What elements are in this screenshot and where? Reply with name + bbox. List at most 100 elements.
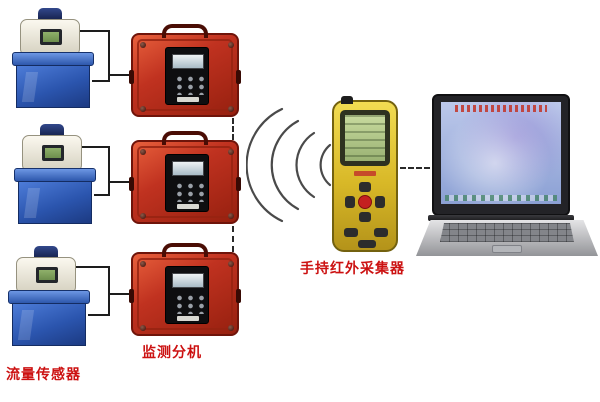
handheld-key (358, 240, 376, 248)
sensor-housing-body (12, 303, 86, 346)
signal-arc (270, 119, 300, 211)
handheld-collector-device (332, 96, 398, 252)
transmitter-body (22, 135, 82, 172)
case-screw (140, 42, 146, 48)
case-latch (236, 177, 241, 191)
case-screw (228, 213, 234, 219)
monitor-link-dashed (232, 226, 234, 252)
transmitter-display-glass (39, 270, 55, 280)
case-screw (228, 261, 234, 267)
handheld-nav-cluster (345, 182, 385, 222)
flow-sensor-unit-2 (14, 124, 109, 226)
panel-keypad (172, 74, 204, 95)
case-handle (162, 131, 208, 145)
panel-sticker (177, 204, 199, 209)
case-screw (228, 325, 234, 331)
control-panel (165, 266, 209, 324)
sensor1-cable-segment (108, 30, 110, 82)
flow-sensor-unit-1 (12, 8, 107, 110)
sensor-housing-highlight (21, 72, 39, 102)
sensor2-cable-segment (82, 146, 108, 148)
case-screw (140, 149, 146, 155)
sensor3-cable-segment (88, 314, 108, 316)
case-screw (140, 261, 146, 267)
panel-display (172, 273, 204, 288)
case-handle (162, 243, 208, 257)
monitor-unit-2 (129, 131, 241, 224)
transmitter-display (36, 267, 58, 283)
transmitter-display-glass (45, 148, 61, 158)
transmitter-body (16, 257, 76, 294)
flow-sensor-unit-3 (8, 246, 103, 348)
sensor-housing-lid (14, 168, 96, 182)
handheld-lcd-screen (345, 115, 385, 161)
handheld-lcd-frame (340, 110, 390, 166)
sensor-housing-highlight (17, 310, 35, 340)
handheld-key (374, 228, 388, 237)
laptop-screen-bezel (432, 94, 570, 216)
transmitter-display-glass (43, 32, 59, 42)
case-screw (140, 106, 146, 112)
laptop-app-titlebar (455, 105, 547, 112)
sensor3-cable-segment (108, 293, 133, 295)
wireless-signal-icon (246, 107, 332, 223)
sensor-housing-lid (12, 52, 94, 66)
monitor-unit-label: 监测分机 (142, 344, 202, 360)
laptop-computer (416, 94, 598, 256)
nav-enter-button (358, 195, 372, 209)
case-handle (162, 24, 208, 38)
sensor-housing (8, 290, 90, 347)
nav-down-button (359, 212, 371, 222)
handheld-key (344, 228, 358, 237)
sensor2-cable-segment (108, 181, 133, 183)
sensor-housing-highlight (23, 188, 41, 218)
case-inner-frame (137, 258, 233, 330)
panel-display (172, 161, 204, 176)
sensor-housing (12, 52, 94, 109)
case-latch (129, 177, 134, 191)
transmitter-display (42, 145, 64, 161)
handheld-collector-label: 手持红外采集器 (300, 260, 405, 276)
transmitter-display (40, 29, 62, 45)
monitor-link-dashed (232, 118, 234, 140)
sensor-transmitter (16, 246, 76, 294)
sensor2-cable-segment (108, 146, 110, 196)
panel-keypad (172, 181, 204, 202)
case-screw (140, 325, 146, 331)
handheld-top-button (341, 96, 353, 104)
sensor1-cable-segment (80, 30, 108, 32)
case-latch (129, 289, 134, 303)
flow-sensor-label: 流量传感器 (6, 366, 81, 382)
sensor-transmitter (20, 8, 80, 56)
case-latch (129, 70, 134, 84)
sensor3-cable-segment (108, 266, 110, 316)
sensor1-cable-segment (108, 74, 133, 76)
laptop-touchpad (492, 245, 522, 253)
sensor1-cable-segment (92, 80, 108, 82)
transmitter-cap (34, 246, 58, 259)
sensor-housing-body (16, 65, 90, 108)
panel-sticker (177, 97, 199, 102)
transmitter-body (20, 19, 80, 56)
control-panel (165, 47, 209, 105)
sensor-housing-body (18, 181, 92, 224)
nav-left-button (345, 196, 355, 208)
case-latch (236, 289, 241, 303)
laptop-app-statusbar (445, 195, 557, 201)
panel-sticker (177, 316, 199, 321)
signal-arc (246, 107, 284, 223)
laptop-keyboard (440, 223, 574, 242)
case-latch (236, 70, 241, 84)
case-inner-frame (137, 146, 233, 218)
monitor-unit-1 (129, 24, 241, 117)
case-screw (140, 213, 146, 219)
case-screw (228, 42, 234, 48)
handheld-laptop-link-dashed (400, 167, 430, 169)
panel-keypad (172, 293, 204, 314)
panel-display (172, 54, 204, 69)
nav-right-button (375, 196, 385, 208)
sensor-housing-lid (8, 290, 90, 304)
sensor-housing (14, 168, 96, 225)
transmitter-cap (38, 8, 62, 21)
